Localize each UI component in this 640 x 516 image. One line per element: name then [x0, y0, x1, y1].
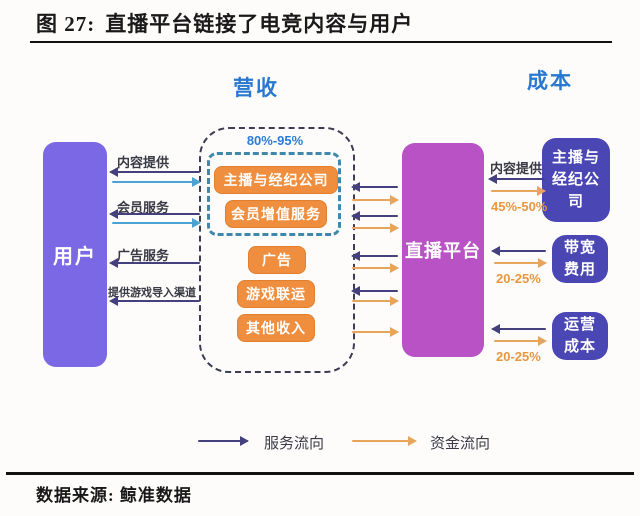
revenue-share-label: 80%-95%: [246, 133, 304, 148]
service-arrow-platform-to-anchors: [351, 182, 398, 192]
legend-money-label: 资金流向: [430, 435, 491, 452]
revenue-header: 营收: [233, 77, 279, 100]
footer-divider: [6, 472, 634, 475]
money-arrow-membership-to-platform: [352, 223, 399, 233]
figure-number: 图 27:: [36, 12, 96, 36]
cost-header: 成本: [527, 70, 573, 93]
service-arrow-membership-to-user: [109, 209, 200, 219]
cost-node-operations: 运营成本: [552, 312, 608, 360]
revenue-group-border: [199, 127, 355, 373]
legend-service-arrow-icon: [198, 436, 249, 446]
cost-share-anchors: 45%-50%: [491, 199, 548, 214]
figure-title: 图 27: 直播平台链接了电竞内容与用户: [36, 8, 413, 38]
legend-money-arrow-icon: [352, 436, 417, 446]
return-arrow-user-to-platform-1: [112, 177, 201, 187]
revenue-item-membership: 会员增值服务: [225, 200, 327, 228]
cost-node-anchors-agencies: 主播与经纪公司: [542, 138, 610, 222]
revenue-item-anchors-agencies: 主播与经纪公司: [214, 166, 338, 194]
revenue-item-game-joint-ops: 游戏联运: [237, 280, 315, 308]
money-arrow-other-income-to-platform: [352, 327, 399, 337]
user-flow-advertising-label: 广告服务: [117, 248, 170, 263]
data-source: 数据来源: 鲸准数据: [36, 486, 192, 505]
money-arrow-ads-to-platform: [352, 263, 399, 273]
cost-node-bandwidth: 带宽费用: [552, 235, 608, 283]
service-arrow-platform-to-membership: [351, 211, 398, 221]
service-arrow-game-channel-to-user: [109, 296, 200, 306]
service-arrow-platform-to-game-ops: [351, 286, 398, 296]
platform-node: 直播平台: [402, 143, 484, 357]
user-node: 用户: [43, 142, 107, 367]
figure-title-text: 直播平台链接了电竞内容与用户: [105, 12, 414, 36]
money-arrow-platform-to-bandwidth: [494, 258, 547, 268]
service-arrow-platform-to-ads: [351, 251, 398, 261]
cost-share-bandwidth: 20-25%: [496, 271, 541, 286]
revenue-item-advertising: 广告: [248, 246, 306, 274]
service-arrow-ads-to-user: [109, 258, 200, 268]
service-arrow-operations-to-platform: [491, 324, 546, 334]
service-arrow-bandwidth-to-platform: [491, 246, 546, 256]
revenue-item-other-income: 其他收入: [237, 314, 315, 342]
money-arrow-platform-to-operations: [494, 336, 547, 346]
return-arrow-user-to-platform-2: [112, 218, 201, 228]
service-arrow-anchors-to-platform: [488, 174, 545, 184]
revenue-core-border: [207, 152, 341, 236]
money-arrow-game-ops-to-platform: [352, 296, 399, 306]
money-arrow-platform-to-anchors: [491, 186, 546, 196]
service-arrow-content-to-user: [109, 167, 200, 177]
user-flow-content-label: 内容提供: [117, 155, 170, 170]
legend-service-label: 服务流向: [264, 435, 325, 452]
cost-flow-content-label: 内容提供: [490, 161, 543, 176]
cost-share-operations: 20-25%: [496, 349, 541, 364]
user-flow-membership-label: 会员服务: [117, 200, 170, 215]
money-arrow-anchors-to-platform: [352, 195, 399, 205]
title-divider: [30, 41, 612, 43]
user-flow-game-channel-label: 提供游戏导入渠道: [108, 287, 196, 299]
